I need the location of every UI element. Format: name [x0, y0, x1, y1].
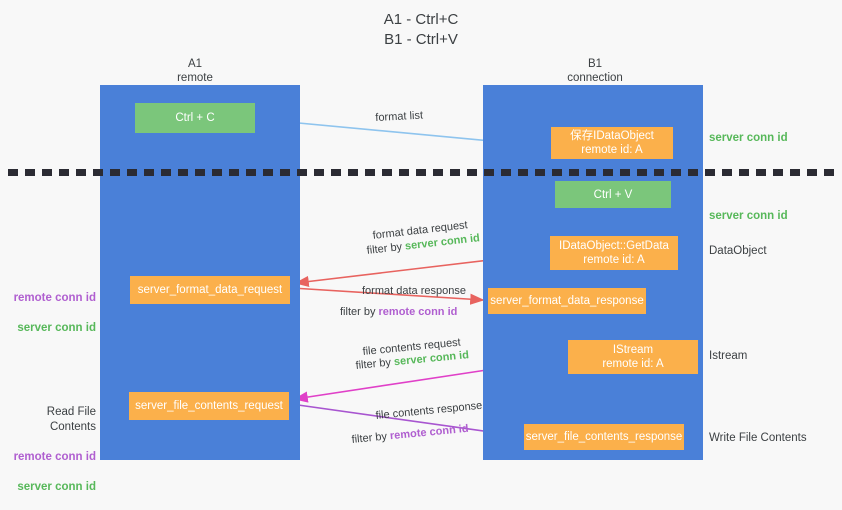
node-server-format-data-request: server_format_data_request	[130, 276, 290, 304]
side-note-istream: Istream	[709, 350, 748, 362]
node-server-file-contents-request: server_file_contents_request	[129, 392, 289, 420]
left-note-read-file-contents: Read File Contents remote conn id server…	[8, 390, 96, 510]
filter-prefix-1: filter by	[366, 240, 406, 257]
phase-separator-dashed-line	[8, 169, 834, 176]
side-note-dataobject: DataObject	[709, 245, 767, 257]
node-idataobject-getdata: IDataObject::GetData remote id: A	[550, 236, 678, 270]
arrow-label-format-list: format list	[375, 109, 424, 124]
filter-value-2: remote conn id	[378, 306, 458, 318]
left-note-server-conn-id-1: server conn id	[17, 322, 96, 334]
left-note-read-file-contents-label: Read File Contents	[46, 406, 96, 433]
side-note-server-conn-id-1: server conn id	[709, 132, 788, 144]
left-note-format-conn-ids: remote conn id server conn id	[8, 276, 96, 351]
node-saved-idataobject: 保存IDataObject remote id: A	[551, 127, 673, 159]
side-note-server-conn-id-2: server conn id	[709, 210, 788, 222]
arrow-label-format-data-response: format data response	[362, 285, 466, 297]
arrow-label-format-data-response-filter: filter by remote conn id	[340, 305, 457, 320]
arrow-file-contents-response	[290, 403, 521, 440]
arrow-format-data-response	[291, 287, 485, 305]
side-note-write-file-contents: Write File Contents	[709, 432, 807, 444]
diagram-title: A1 - Ctrl+C B1 - Ctrl+V	[383, 11, 459, 48]
column-header-a1: A1 remote	[177, 58, 213, 84]
filter-prefix-2: filter by	[340, 306, 379, 318]
filter-prefix-4: filter by	[351, 430, 391, 446]
node-server-format-data-response: server_format_data_response	[488, 288, 646, 314]
node-istream: IStream remote id: A	[568, 340, 698, 374]
filter-prefix-3: filter by	[355, 356, 395, 372]
left-note-remote-conn-id-1: remote conn id	[13, 292, 96, 304]
node-ctrl-v: Ctrl + V	[555, 181, 671, 208]
node-server-file-contents-response: server_file_contents_response	[524, 424, 684, 450]
left-note-server-conn-id-2: server conn id	[17, 481, 96, 493]
column-header-b1: B1 connection	[567, 58, 623, 84]
node-ctrl-c: Ctrl + C	[135, 103, 255, 133]
left-note-remote-conn-id-2: remote conn id	[13, 451, 96, 463]
